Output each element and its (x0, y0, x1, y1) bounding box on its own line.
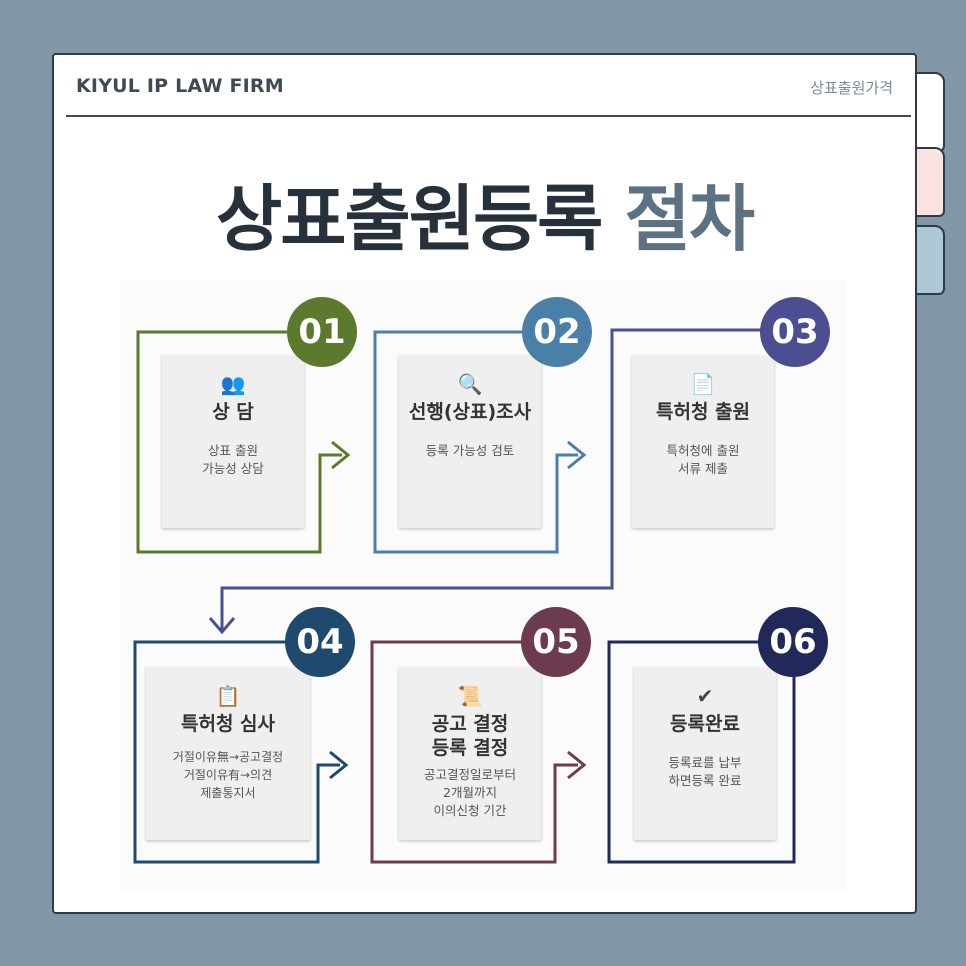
step-number-6: 06 (758, 607, 828, 677)
step-number-1: 01 (287, 297, 357, 367)
step2-outline (373, 330, 578, 554)
step5-arrow (567, 750, 587, 780)
step1-outline (136, 330, 342, 554)
brand-name: KIYUL IP LAW FIRM (76, 75, 284, 97)
certificate-icon: 📜 (457, 684, 483, 708)
check-icon: ✔ (696, 684, 714, 708)
title-main: 상표출원등록 (215, 177, 603, 261)
connector-lines (133, 328, 796, 864)
step6-outline (607, 640, 796, 864)
title-accent: 절차 (624, 177, 755, 261)
step-number-3: 03 (760, 297, 830, 367)
step4-arrow (329, 750, 349, 780)
page-title: 상표출원등록 절차 (54, 160, 915, 265)
document-icon: 📄 (690, 372, 716, 396)
step3-connector (220, 328, 762, 630)
step2-arrow (567, 440, 587, 470)
header-divider (66, 115, 911, 117)
step4-outline (133, 640, 340, 864)
step-number-2: 02 (522, 297, 592, 367)
step5-outline (370, 640, 578, 864)
people-icon: 👥 (220, 372, 246, 396)
section-label[interactable]: 상표출원가격 (810, 79, 893, 97)
search-icon: 🔍 (457, 372, 483, 396)
clipboard-icon: 📋 (215, 684, 241, 708)
step-number-4: 04 (285, 607, 355, 677)
step-number-5: 05 (521, 607, 591, 677)
step3-arrow (208, 617, 236, 635)
step1-arrow (331, 440, 351, 470)
